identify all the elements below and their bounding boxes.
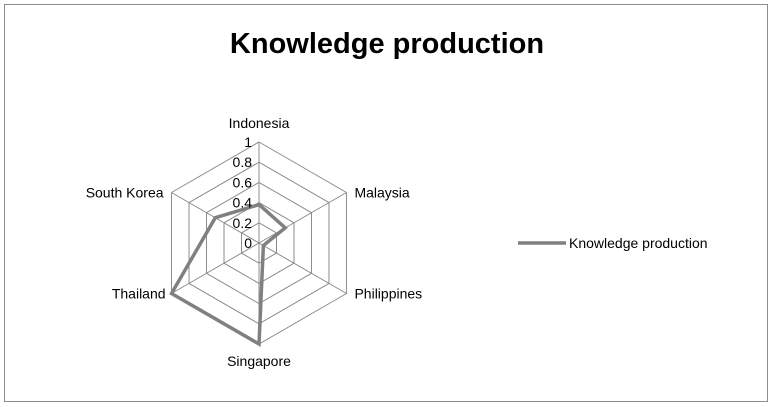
category-label: Malaysia — [354, 185, 409, 201]
category-label: Thailand — [112, 286, 166, 302]
tick-label: 0.2 — [233, 215, 253, 231]
radar-grid — [171, 141, 347, 345]
tick-label: 0 — [244, 235, 252, 251]
spoke-2 — [258, 242, 347, 294]
tick-label: 0.6 — [233, 174, 253, 190]
series-line-0 — [169, 202, 288, 347]
legend-label: Knowledge production — [569, 235, 708, 251]
legend: Knowledge production — [518, 235, 708, 251]
tick-label: 1 — [244, 134, 252, 150]
category-label: Philippines — [354, 286, 422, 302]
tick-label: 0.8 — [233, 154, 253, 170]
category-label: South Korea — [86, 185, 164, 201]
category-label: Indonesia — [229, 115, 290, 131]
radial-tick-labels: 0 0.2 0.4 0.6 0.8 1 — [233, 134, 253, 251]
spoke-1 — [258, 192, 347, 244]
chart-title: Knowledge production — [229, 28, 545, 60]
chart-frame — [4, 4, 768, 402]
tick-label: 0.4 — [233, 195, 253, 211]
spoke-4 — [171, 242, 260, 294]
category-label: Singapore — [227, 353, 291, 369]
radar-series — [169, 202, 288, 347]
